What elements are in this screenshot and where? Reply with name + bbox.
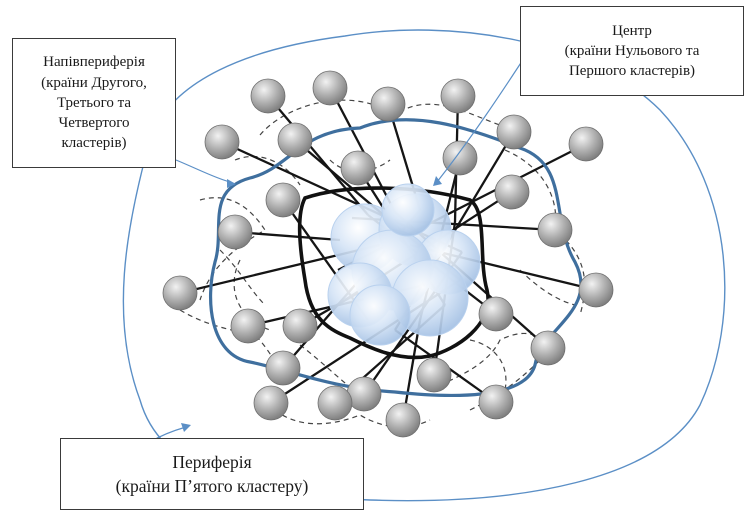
country-node <box>497 115 531 149</box>
country-node <box>318 386 352 420</box>
periphery-title: Периферія <box>61 450 363 475</box>
semi-periphery-callout: Напівпериферія (країни Другого, Третього… <box>12 38 176 168</box>
center-title: Центр <box>521 21 743 41</box>
country-node <box>266 183 300 217</box>
country-node <box>266 351 300 385</box>
center-line-2: (країни Нульового та <box>521 41 743 61</box>
country-node <box>441 79 475 113</box>
semi-periphery-line-3: Третього та <box>13 93 175 113</box>
country-node <box>163 276 197 310</box>
semi-periphery-line-5: кластерів) <box>13 133 175 153</box>
country-node <box>417 358 451 392</box>
country-node <box>205 125 239 159</box>
periphery-line-2: (країни П’ятого кластеру) <box>61 474 363 499</box>
country-node <box>231 309 265 343</box>
semi-periphery-line-2: (країни Другого, <box>13 73 175 93</box>
country-node <box>283 309 317 343</box>
core-sphere <box>350 285 410 345</box>
country-node <box>251 79 285 113</box>
dashed-link <box>440 333 548 385</box>
country-node <box>386 403 420 437</box>
country-node <box>313 71 347 105</box>
periphery-callout: Периферія (країни П’ятого кластеру) <box>60 438 364 510</box>
country-node <box>479 297 513 331</box>
country-node <box>538 213 572 247</box>
dashed-link <box>470 340 506 390</box>
center-callout: Центр (країни Нульового та Першого класт… <box>520 6 744 96</box>
country-node <box>443 141 477 175</box>
country-node <box>371 87 405 121</box>
country-node <box>495 175 529 209</box>
country-node <box>531 331 565 365</box>
country-node <box>218 215 252 249</box>
country-node <box>254 386 288 420</box>
semi-periphery-callout-arrow <box>176 160 230 182</box>
dashed-link <box>520 270 575 305</box>
country-node <box>569 127 603 161</box>
country-node <box>479 385 513 419</box>
country-node <box>341 151 375 185</box>
semi-periphery-title: Напівпериферія <box>13 52 175 72</box>
semi-periphery-line-4: Четвертого <box>13 113 175 133</box>
periphery-arrowhead-icon <box>181 423 191 432</box>
core-sphere <box>382 184 434 236</box>
center-line-3: Першого кластерів) <box>521 61 743 81</box>
country-node <box>579 273 613 307</box>
country-node <box>278 123 312 157</box>
